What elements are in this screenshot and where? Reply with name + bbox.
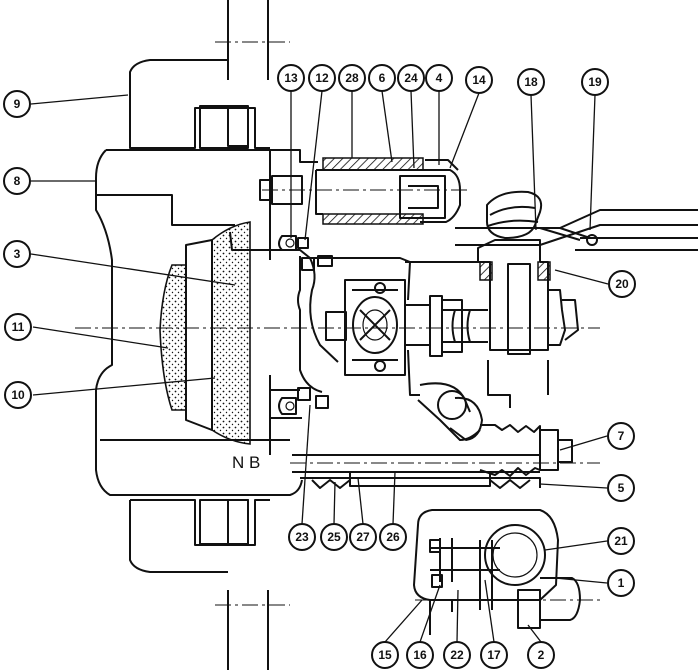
callout-9: 9 — [3, 90, 31, 118]
svg-text:23: 23 — [295, 530, 309, 544]
svg-text:11: 11 — [12, 320, 25, 334]
svg-text:2: 2 — [538, 648, 545, 662]
svg-text:28: 28 — [345, 71, 359, 85]
svg-text:4: 4 — [436, 71, 443, 85]
callout-18: 18 — [517, 68, 545, 96]
guide-pin-lower — [290, 454, 600, 489]
callout-10: 10 — [4, 381, 32, 409]
svg-text:22: 22 — [450, 648, 464, 662]
svg-text:5: 5 — [618, 481, 625, 495]
callout-28: 28 — [338, 64, 366, 92]
callout-19: 19 — [581, 68, 609, 96]
callout-8: 8 — [3, 167, 31, 195]
piston-seals — [270, 235, 333, 419]
svg-text:1: 1 — [618, 576, 625, 590]
callout-1: 1 — [607, 569, 635, 597]
callout-20: 20 — [608, 270, 636, 298]
callout-11: 11 — [4, 313, 32, 341]
svg-text:14: 14 — [472, 73, 486, 87]
leader-lines — [30, 90, 609, 643]
brake-disc — [215, 0, 290, 670]
svg-text:8: 8 — [14, 174, 21, 188]
callout-17: 17 — [480, 641, 508, 669]
caliper-housing — [95, 149, 411, 496]
svg-text:10: 10 — [11, 388, 25, 402]
parking-lever — [405, 190, 698, 355]
svg-text:26: 26 — [386, 530, 400, 544]
bleed-screw — [417, 382, 573, 477]
callouts: 9 8 3 11 10 13 12 28 6 24 4 14 18 19 20 … — [3, 64, 636, 669]
mounting-bracket — [129, 59, 270, 573]
callout-7: 7 — [607, 422, 635, 450]
callout-12: 12 — [308, 64, 336, 92]
svg-text:24: 24 — [404, 71, 418, 85]
guide-pin-upper — [259, 157, 470, 225]
svg-text:6: 6 — [379, 71, 386, 85]
svg-text:13: 13 — [284, 71, 298, 85]
callout-3: 3 — [3, 240, 31, 268]
svg-text:20: 20 — [615, 277, 629, 291]
callout-15: 15 — [371, 641, 399, 669]
svg-text:19: 19 — [588, 75, 602, 89]
callout-21: 21 — [607, 527, 635, 555]
svg-text:7: 7 — [618, 429, 625, 443]
parking-actuator — [413, 509, 600, 635]
callout-16: 16 — [406, 641, 434, 669]
case-marking: N B — [232, 453, 260, 472]
adjuster-mechanism — [75, 261, 600, 408]
svg-text:3: 3 — [14, 247, 21, 261]
svg-text:27: 27 — [356, 530, 370, 544]
svg-text:16: 16 — [413, 648, 427, 662]
callout-6: 6 — [368, 64, 396, 92]
callout-27: 27 — [349, 523, 377, 551]
svg-text:15: 15 — [378, 648, 392, 662]
svg-text:18: 18 — [524, 75, 538, 89]
callout-25: 25 — [320, 523, 348, 551]
callout-23: 23 — [288, 523, 316, 551]
svg-text:17: 17 — [487, 648, 501, 662]
callout-4: 4 — [425, 64, 453, 92]
callout-22: 22 — [443, 641, 471, 669]
svg-text:12: 12 — [315, 71, 329, 85]
svg-text:21: 21 — [614, 534, 628, 548]
svg-text:25: 25 — [327, 530, 341, 544]
svg-text:9: 9 — [14, 97, 21, 111]
brake-pad — [159, 221, 251, 445]
callout-5: 5 — [607, 474, 635, 502]
callout-14: 14 — [465, 66, 493, 94]
callout-2: 2 — [527, 641, 555, 669]
callout-13: 13 — [277, 64, 305, 92]
callout-26: 26 — [379, 523, 407, 551]
callout-24: 24 — [397, 64, 425, 92]
